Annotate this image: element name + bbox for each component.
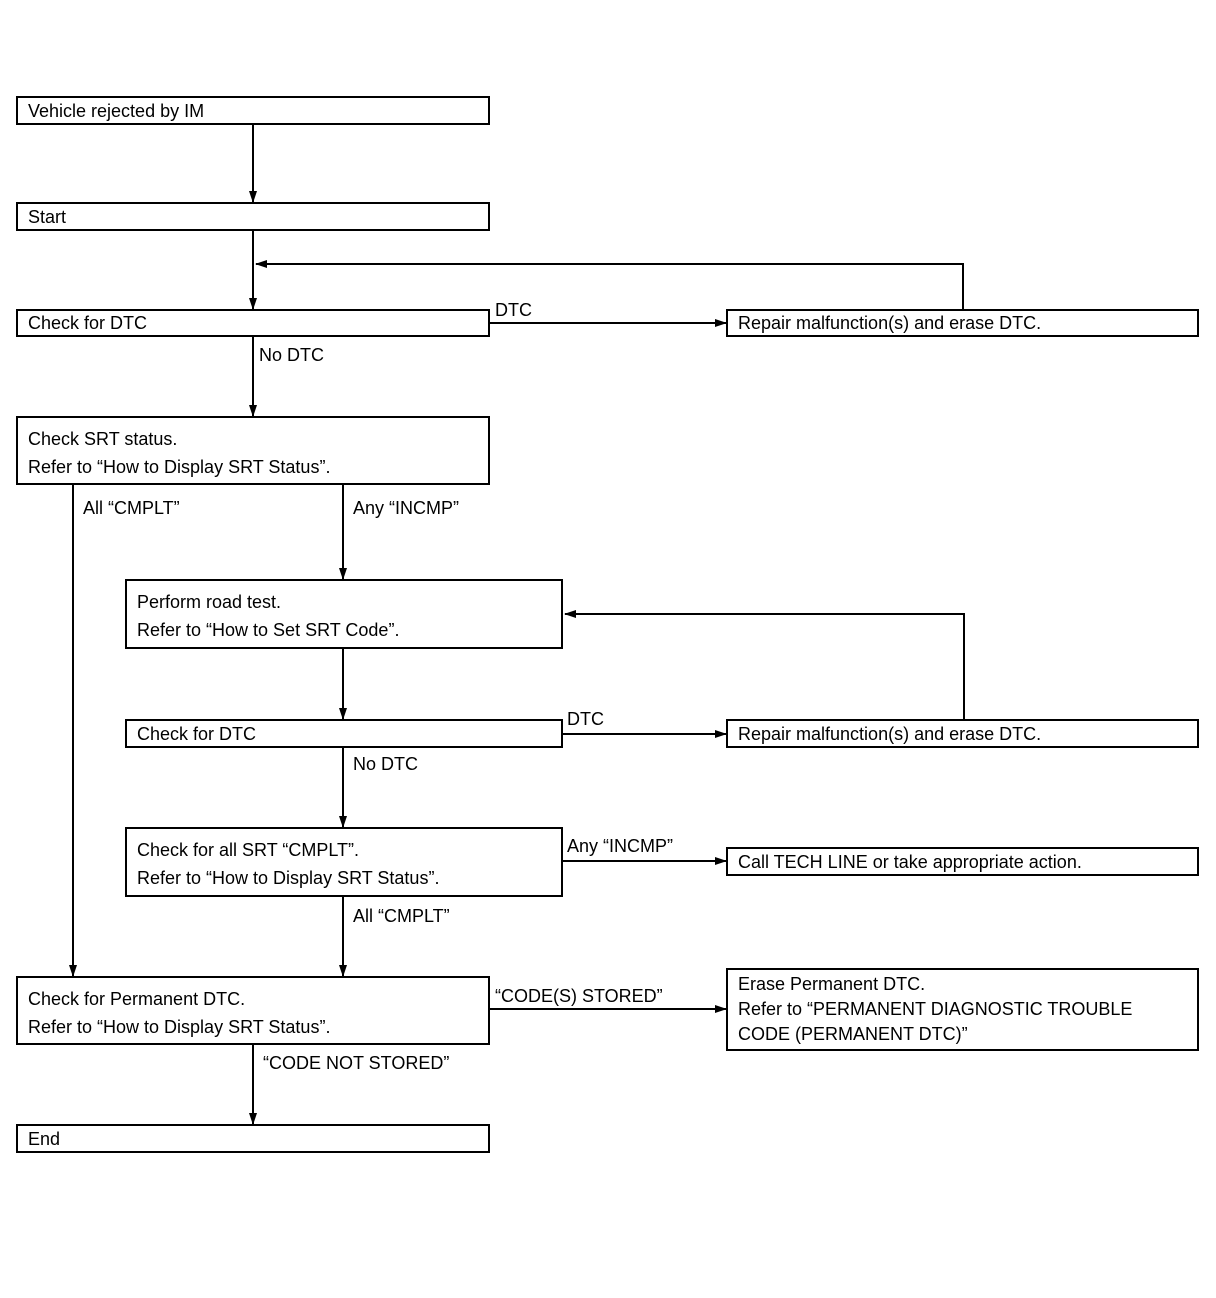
box-road-test: Perform road test. Refer to “How to Set … <box>125 579 563 649</box>
box-erase-permanent: Erase Permanent DTC. Refer to “PERMANENT… <box>726 968 1199 1051</box>
box-check-dtc-1-text: Check for DTC <box>28 313 148 333</box>
box-call-tech-line: Call TECH LINE or take appropriate actio… <box>726 847 1199 876</box>
loop-repair-1-back <box>255 260 964 310</box>
box-check-srt-line-2: Refer to “How to Display SRT Status”. <box>28 457 331 477</box>
box-check-permanent: Check for Permanent DTC. Refer to “How t… <box>16 976 490 1045</box>
box-call-tech-line-text: Call TECH LINE or take appropriate actio… <box>738 851 1082 872</box>
box-check-all-srt-line-2: Refer to “How to Display SRT Status”. <box>137 868 440 888</box>
box-check-dtc-2-text: Check for DTC <box>137 723 257 744</box>
box-repair-1-text: Repair malfunction(s) and erase DTC. <box>738 313 1042 333</box>
box-road-test-line-2: Refer to “How to Set SRT Code”. <box>137 620 400 640</box>
label-no-dtc-1: No DTC <box>259 345 325 365</box>
label-all-cmplt-1: All “CMPLT” <box>83 498 180 518</box>
box-erase-permanent-line-2: Refer to “PERMANENT DIAGNOSTIC TROUBLE <box>738 999 1133 1019</box>
box-repair-1: Repair malfunction(s) and erase DTC. <box>726 309 1199 337</box>
box-end: End <box>16 1124 490 1153</box>
label-codes-stored: “CODE(S) STORED” <box>495 986 663 1006</box>
label-any-incmp-1: Any “INCMP” <box>353 498 460 518</box>
loop-repair-2-back <box>564 610 965 720</box>
box-vehicle-rejected: Vehicle rejected by IM <box>16 96 490 125</box>
box-erase-permanent-line-3: CODE (PERMANENT DTC)” <box>738 1024 968 1044</box>
box-start: Start <box>16 202 490 231</box>
label-dtc-2: DTC <box>567 709 604 729</box>
box-vehicle-rejected-text: Vehicle rejected by IM <box>28 100 205 121</box>
box-end-text: End <box>28 1128 61 1149</box>
box-check-permanent-line-2: Refer to “How to Display SRT Status”. <box>28 1017 331 1037</box>
box-erase-permanent-line-1: Erase Permanent DTC. <box>738 974 926 994</box>
label-any-incmp-2: Any “INCMP” <box>567 836 674 856</box>
box-check-srt: Check SRT status. Refer to “How to Displ… <box>16 416 490 485</box>
label-code-not-stored: “CODE NOT STORED” <box>263 1053 450 1073</box>
box-road-test-line-1: Perform road test. <box>137 592 282 612</box>
box-start-text: Start <box>28 206 67 227</box>
box-check-dtc-2: Check for DTC <box>125 719 563 748</box>
box-repair-2-text: Repair malfunction(s) and erase DTC. <box>738 723 1042 744</box>
label-no-dtc-2: No DTC <box>353 754 419 774</box>
label-all-cmplt-2: All “CMPLT” <box>353 906 450 926</box>
box-check-dtc-1: Check for DTC <box>16 309 490 337</box>
box-check-all-srt: Check for all SRT “CMPLT”. Refer to “How… <box>125 827 563 897</box>
box-check-permanent-line-1: Check for Permanent DTC. <box>28 989 246 1009</box>
box-repair-2: Repair malfunction(s) and erase DTC. <box>726 719 1199 748</box>
label-dtc-1: DTC <box>495 300 532 320</box>
box-check-srt-line-1: Check SRT status. <box>28 429 178 449</box>
box-check-all-srt-line-1: Check for all SRT “CMPLT”. <box>137 840 360 860</box>
